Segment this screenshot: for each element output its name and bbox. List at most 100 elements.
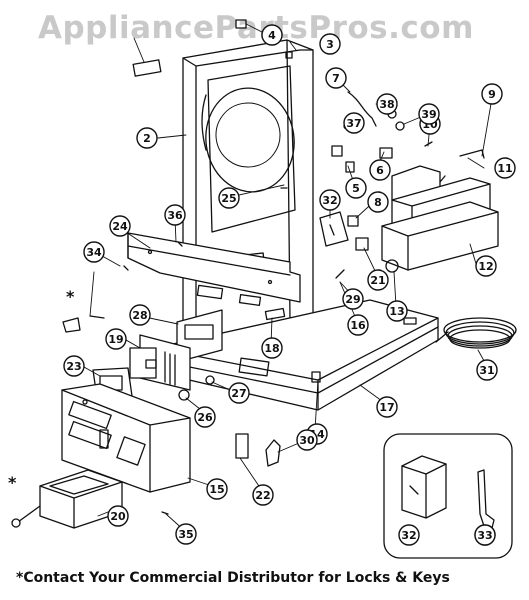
callout-38: 38 [376,93,398,115]
callout-2: 2 [136,127,158,149]
callout-23: 23 [63,355,85,377]
callout-13: 13 [386,300,408,322]
callout-bubble [129,304,151,326]
callout-number: 33 [477,529,492,542]
callout-bubble [367,269,389,291]
callout-5: 5 [345,177,367,199]
callout-number: 35 [178,528,193,541]
callout-number: 23 [66,360,81,373]
callout-11: 11 [494,157,516,179]
power-cord-part [435,317,517,349]
callout-bubble [228,382,250,404]
callout-number: 38 [379,98,394,111]
callout-number: 29 [345,293,360,306]
callout-number: 18 [264,342,279,355]
callout-16: 16 [347,314,369,336]
lock-assembly-part [319,211,349,247]
callout-bubble [109,215,131,237]
asterisk-layer: ** [8,287,75,492]
callout-31: 31 [476,359,498,381]
callout-bubble [494,157,516,179]
asterisk-marker: * [8,473,17,492]
callout-number: 15 [209,483,224,496]
callout-number: 16 [350,319,366,332]
callout-number: 39 [421,108,436,121]
callout-number: 7 [332,72,340,85]
callout-9: 9 [481,83,503,105]
callout-number: 6 [376,164,384,177]
callout-bubble [164,204,186,226]
callout-number: 11 [497,162,512,175]
callout-12: 12 [475,255,497,277]
callout-6: 6 [369,159,391,181]
callout-bubble [345,177,367,199]
callout-34: 34 [83,241,105,263]
control-panel-part [61,383,191,493]
callout-bubble [83,241,105,263]
callout-4: 4 [261,24,283,46]
coin-accepter-part [92,309,223,401]
callout-32: 32 [319,189,341,211]
callout-number: 13 [389,305,404,318]
callout-number: 2 [143,132,151,145]
callout-39: 39 [418,103,440,125]
watermark-text: AppliancePartsPros.com [38,10,474,46]
callout-bubble [347,314,369,336]
callout-number: 12 [478,260,493,273]
callout-bubble [136,127,158,149]
callout-33-inset: 33 [474,524,496,546]
callout-number: 24 [112,220,128,233]
callout-bubble [261,24,283,46]
callout-35: 35 [175,523,197,545]
callout-number: 34 [86,246,102,259]
callout-bubble [325,67,347,89]
callout-number: 25 [221,192,236,205]
callout-number: 5 [352,182,360,195]
callout-27: 27 [228,382,250,404]
callout-bubble [218,187,240,209]
callout-17: 17 [376,396,398,418]
callout-layer: 2345678910111213141516171819202122232425… [63,24,516,546]
callout-number: 36 [167,209,183,222]
callout-number: 4 [268,29,276,42]
callout-bubble [475,255,497,277]
callout-number: 30 [299,434,315,447]
control-strip-part [127,232,301,307]
callout-bubble [319,33,341,55]
callout-bubble [194,406,216,428]
callout-32-inset: 32 [398,524,420,546]
callout-30: 30 [296,429,318,451]
callout-29: 29 [342,288,364,310]
callout-bubble [376,93,398,115]
callout-bubble [476,359,498,381]
callout-21: 21 [367,269,389,291]
callout-bubble [206,478,228,500]
timer-box-part [381,165,499,271]
callout-26: 26 [194,406,216,428]
callout-bubble [376,396,398,418]
callout-18: 18 [261,337,283,359]
asterisk-marker: * [66,287,75,306]
coin-drawer-part [11,469,123,529]
callout-number: 19 [108,333,123,346]
callout-bubble [481,83,503,105]
callout-bubble [386,300,408,322]
callout-7: 7 [325,67,347,89]
callout-bubble [418,103,440,125]
callout-8: 8 [367,191,389,213]
callout-bubble [63,355,85,377]
callout-number: 21 [370,274,385,287]
callout-15: 15 [206,478,228,500]
callout-number: 28 [132,309,147,322]
callout-bubble [261,337,283,359]
small-hardware-parts [62,19,485,515]
callout-number: 20 [110,510,126,523]
callout-number: 32 [322,194,337,207]
callout-number: 26 [197,411,213,424]
callout-number: 17 [379,401,394,414]
callout-number: 22 [255,489,270,502]
callout-bubble [398,524,420,546]
callout-number: 8 [374,196,382,209]
callout-number: 3 [326,38,334,51]
